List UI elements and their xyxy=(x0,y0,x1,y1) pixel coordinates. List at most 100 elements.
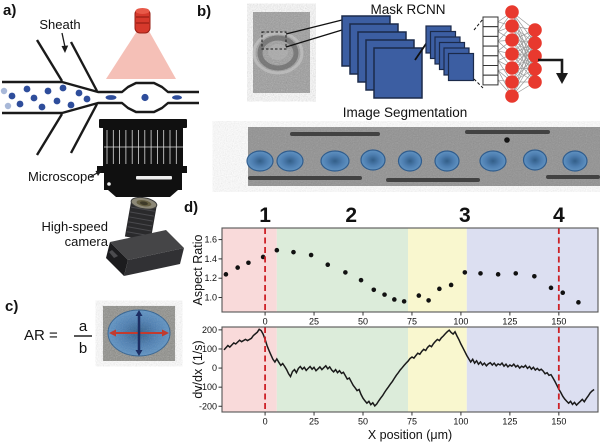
plot-border xyxy=(221,326,599,413)
cells-in-channel xyxy=(0,84,182,111)
nn-node xyxy=(505,5,519,19)
region-number-label: 2 xyxy=(345,204,357,227)
x-tick-label: 75 xyxy=(407,317,417,327)
data-point xyxy=(426,298,431,303)
data-point xyxy=(548,285,554,291)
nn-node xyxy=(528,75,542,89)
region-band xyxy=(408,327,467,412)
y-tick-label: 1.0 xyxy=(204,293,217,303)
microscope-arrowhead xyxy=(95,170,102,176)
segmented-cell xyxy=(320,150,350,172)
panel-a-label: a) xyxy=(3,2,16,19)
data-point xyxy=(235,265,240,270)
region-band xyxy=(466,327,598,412)
flatten-connector xyxy=(473,78,484,89)
segmentation-strip xyxy=(246,127,600,186)
segmented-cell xyxy=(397,150,423,172)
channel-walls xyxy=(248,130,600,182)
x-tick-label: 0 xyxy=(263,417,268,427)
nn-edge xyxy=(511,11,536,57)
x-axis-title: X position (μm) xyxy=(368,428,452,442)
panel-b-label: b) xyxy=(197,3,211,20)
data-point xyxy=(371,287,377,293)
region-number-label: 1 xyxy=(259,204,271,227)
data-point xyxy=(343,270,348,275)
data-point xyxy=(448,282,454,288)
x-tick-label: 100 xyxy=(453,317,468,327)
segmented-cell xyxy=(434,150,460,172)
panel-b-mask-rcnn: b) Mask RCNN xyxy=(197,2,600,186)
region-number-label: 3 xyxy=(459,204,471,227)
data-point xyxy=(274,247,280,253)
data-point xyxy=(478,271,483,276)
data-point xyxy=(382,292,387,297)
flatten-box xyxy=(482,16,499,28)
output-arrowhead xyxy=(556,73,568,84)
flatten-box xyxy=(482,65,499,76)
data-point xyxy=(437,286,442,292)
data-point xyxy=(325,262,331,267)
nn-node xyxy=(505,89,519,103)
flatten-box xyxy=(482,55,499,66)
region-band xyxy=(222,228,277,312)
y-tick-label: 1.4 xyxy=(204,254,217,264)
data-point xyxy=(223,272,229,277)
microscope-label: Microscope xyxy=(28,169,94,184)
plot-border xyxy=(221,227,599,313)
x-tick-label: 25 xyxy=(309,417,319,427)
data-point xyxy=(532,273,537,279)
flatten-box xyxy=(482,26,499,37)
roi-connector xyxy=(285,19,343,35)
nn-edge xyxy=(511,55,536,97)
nn-edge xyxy=(511,39,536,83)
flatten-box xyxy=(482,35,499,47)
data-point xyxy=(462,270,468,275)
data-point xyxy=(513,271,519,276)
camera-label-line1: High-speed xyxy=(42,219,109,234)
data-point xyxy=(560,290,566,295)
sheath-arrowhead xyxy=(61,45,69,53)
segmented-cell xyxy=(276,150,304,172)
x-tick-label: 0 xyxy=(263,317,268,327)
x-tick-label: 50 xyxy=(358,417,368,427)
nn-node xyxy=(528,23,542,37)
microchannel xyxy=(2,39,199,156)
panel-d-label: d) xyxy=(184,199,199,216)
ar-denominator: b xyxy=(79,340,87,357)
led-top xyxy=(135,8,150,14)
y-tick-label: 1.6 xyxy=(204,235,217,245)
nn-node xyxy=(505,19,519,33)
flatten-connector xyxy=(473,18,484,31)
region-band xyxy=(222,327,277,412)
x-tick-label: 50 xyxy=(358,317,368,327)
y-tick-label: 0 xyxy=(212,363,217,373)
y-axis-title: Aspect Ratio xyxy=(191,235,205,306)
data-point xyxy=(401,299,407,304)
panel-c-label: c) xyxy=(5,298,18,315)
x-tick-label: 100 xyxy=(453,417,468,427)
nn-node xyxy=(505,47,519,61)
segmented-cell xyxy=(479,150,507,172)
panel-a-c-schematic: a) Sheath xyxy=(0,2,199,361)
data-point xyxy=(246,260,251,266)
x-tick-label: 75 xyxy=(407,417,417,427)
data-line xyxy=(223,328,595,408)
segmented-cell xyxy=(522,149,548,171)
x-tick-label: 125 xyxy=(502,317,517,327)
nn-node xyxy=(505,75,519,89)
conv-stack-1 xyxy=(341,15,423,99)
nn-node xyxy=(528,36,542,50)
region-band xyxy=(276,327,409,412)
x-tick-label: 25 xyxy=(309,317,319,327)
input-cell-image xyxy=(252,12,310,93)
sheath-label: Sheath xyxy=(39,17,80,32)
ar-formula-lhs: AR = xyxy=(24,327,58,344)
data-point xyxy=(291,249,296,255)
flatten-box xyxy=(482,74,499,86)
region-band xyxy=(466,228,598,312)
region-band xyxy=(408,228,467,312)
camera-photo xyxy=(106,196,184,276)
conv-stack-2 xyxy=(425,25,475,82)
